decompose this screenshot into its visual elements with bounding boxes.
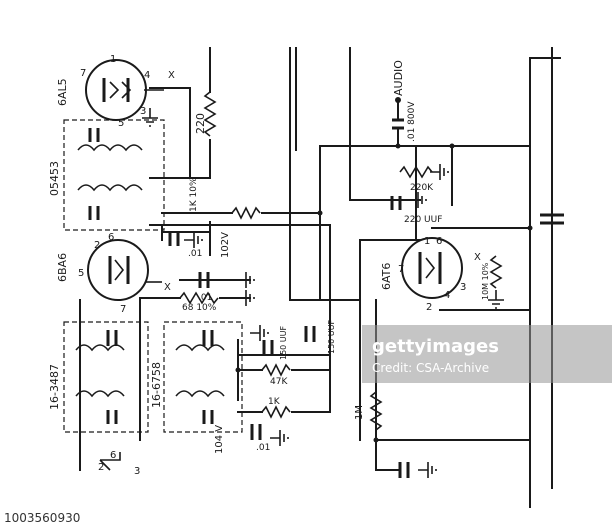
tube-6at6 (401, 237, 463, 299)
resistors (179, 91, 503, 431)
label-150uuf-b: 150 UUF (327, 319, 336, 354)
svg-text:4: 4 (144, 70, 150, 81)
resistor-220k (399, 165, 433, 179)
svg-text:3: 3 (134, 466, 140, 477)
image-id-strip (0, 508, 612, 532)
label-104v: 104 V (214, 425, 225, 454)
svg-text:6: 6 (108, 232, 114, 243)
label-6ba6: 6BA6 (56, 253, 69, 282)
label-01-a: .01 (188, 249, 202, 259)
label-220: 220 (194, 113, 207, 134)
label-16-6758: 16-6758 (150, 362, 163, 408)
resistor-220 (203, 91, 217, 137)
svg-text:3: 3 (140, 106, 146, 117)
label-01-800v: .01 800V (407, 101, 417, 142)
transformer-16-3487 (63, 321, 149, 433)
watermark-banner (362, 325, 612, 383)
watermark-logo: gettyimages (372, 336, 499, 357)
label-220uuf: 220 UUF (404, 215, 442, 225)
capacitors (168, 118, 564, 478)
svg-text:1: 1 (110, 54, 116, 65)
resistor-1k-10 (231, 206, 261, 220)
svg-text:7: 7 (120, 304, 126, 315)
svg-text:X: X (474, 252, 481, 263)
transformer-16-6758 (163, 321, 243, 433)
label-16-3487: 16-3487 (48, 364, 61, 410)
label-01-b: .01 (198, 293, 212, 303)
watermark-credit: Credit: CSA-Archive (372, 361, 490, 375)
label-102v: 102V (220, 232, 231, 258)
svg-text:2: 2 (94, 240, 100, 251)
label-6al5: 6AL5 (56, 78, 69, 106)
pin-labels: 7 1 4 X 3 5 2 6 5 X 7 7 1 6 X 3 4 2 6 2 … (78, 54, 481, 477)
resistor-1k (261, 405, 291, 419)
label-1m: 1M (354, 405, 365, 420)
svg-text:1: 1 (424, 236, 430, 247)
resistor-47k (261, 363, 291, 377)
label-1k: 1K (268, 397, 281, 407)
tube-6ba6 (87, 239, 149, 301)
svg-text:7: 7 (80, 68, 86, 79)
image-id: 1003560930 (4, 511, 81, 525)
svg-text:X: X (168, 70, 175, 81)
junction-dots (235, 97, 533, 443)
tube-6al5 (85, 59, 147, 121)
svg-text:5: 5 (78, 268, 84, 279)
transformer-05453 (63, 119, 165, 231)
label-10m-10: 10M 10% (481, 262, 490, 300)
svg-text:3: 3 (460, 282, 466, 293)
label-audio: AUDIO (392, 60, 405, 96)
label-220k: 220K (410, 183, 434, 193)
svg-text:4: 4 (444, 290, 450, 301)
svg-text:X: X (164, 282, 171, 293)
resistor-68-10 (179, 291, 219, 305)
resistor-1m (369, 391, 383, 431)
switch-symbol (99, 452, 121, 471)
svg-text:6: 6 (436, 236, 442, 247)
label-1k-10: 1K 10% (189, 177, 199, 212)
label-01-c: .01 (256, 443, 270, 453)
label-150uuf-a: 150 UUF (279, 325, 288, 360)
ground-symbols (142, 108, 504, 478)
svg-text:7: 7 (398, 264, 404, 275)
component-labels: 6AL5 05453 6BA6 16-3487 16-6758 220 1K 1… (48, 60, 490, 454)
svg-text:2: 2 (98, 462, 104, 473)
svg-text:5: 5 (118, 118, 124, 129)
label-68-10: 68 10% (182, 303, 217, 313)
label-05453: 05453 (48, 161, 61, 196)
svg-text:6: 6 (110, 450, 116, 461)
resistor-10m (489, 255, 503, 289)
svg-text:2: 2 (426, 302, 432, 313)
label-47k: 47K (270, 377, 288, 387)
label-6at6: 6AT6 (380, 263, 393, 290)
